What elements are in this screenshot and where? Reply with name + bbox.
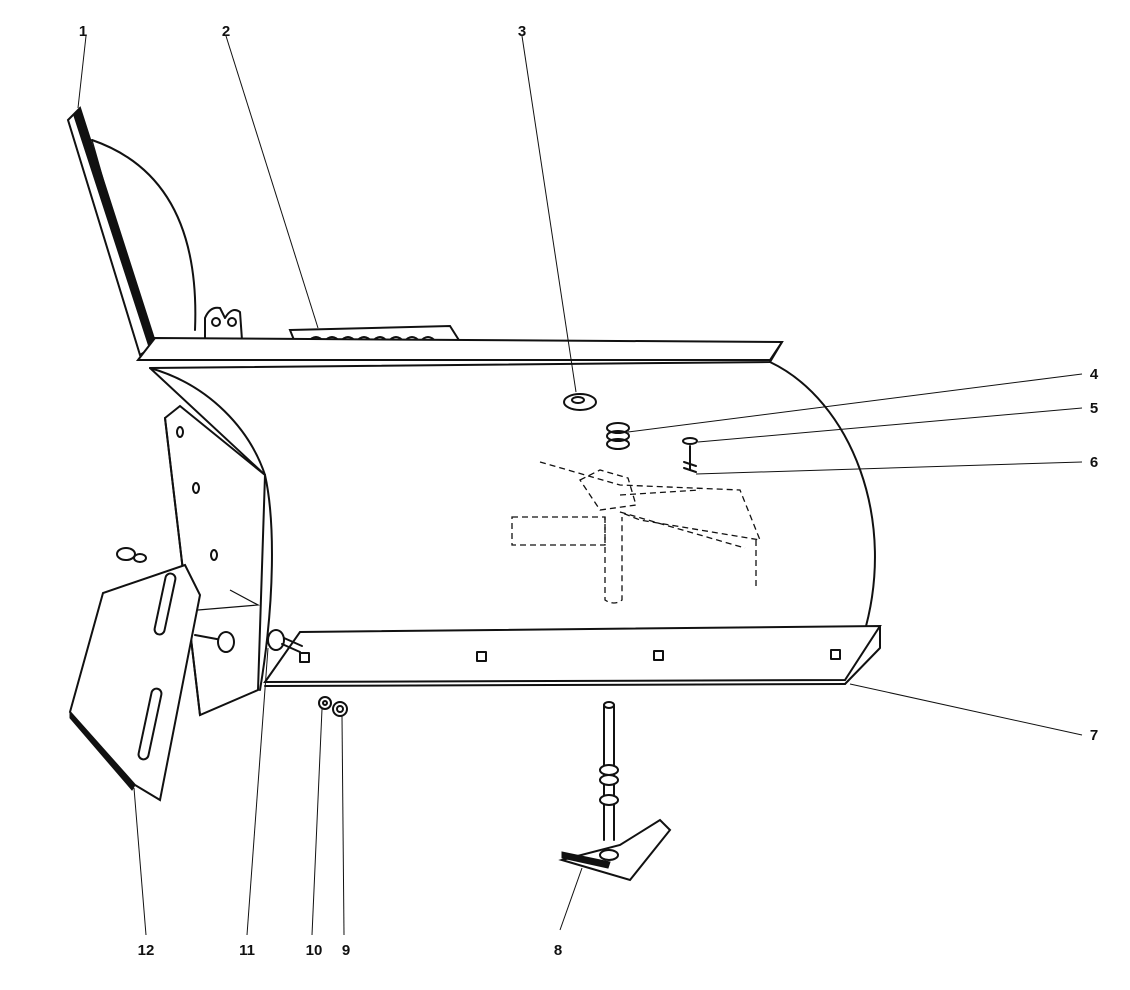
stand-foot-part bbox=[558, 701, 672, 882]
callout-labels: 1 2 3 4 5 6 7 8 9 10 11 12 bbox=[79, 23, 1099, 959]
callout-4: 4 bbox=[1090, 366, 1099, 383]
callout-3: 3 bbox=[518, 23, 526, 40]
callout-5: 5 bbox=[1090, 400, 1098, 417]
spring-part bbox=[606, 422, 630, 450]
skid-shoe-part bbox=[68, 547, 235, 802]
callout-9: 9 bbox=[342, 942, 350, 959]
callout-2: 2 bbox=[222, 23, 230, 40]
moldboard-blade bbox=[135, 336, 876, 691]
callout-8: 8 bbox=[554, 942, 562, 959]
pivot-washer-part bbox=[563, 393, 597, 411]
callout-11: 11 bbox=[239, 942, 255, 959]
nut-washer-parts bbox=[318, 696, 348, 717]
bolt-part bbox=[682, 437, 698, 473]
hidden-a-frame bbox=[511, 461, 762, 604]
callout-6: 6 bbox=[1090, 454, 1098, 471]
end-plate bbox=[163, 404, 267, 717]
callout-12: 12 bbox=[138, 942, 155, 959]
leader-lines bbox=[77, 35, 1083, 936]
carriage-bolt-part bbox=[267, 629, 303, 653]
callout-10: 10 bbox=[306, 942, 323, 959]
cutting-edge-part bbox=[263, 624, 882, 687]
callout-1: 1 bbox=[79, 23, 87, 40]
blade-wing-part bbox=[66, 106, 197, 357]
hitch-bracket bbox=[204, 306, 243, 341]
callout-7: 7 bbox=[1090, 727, 1098, 744]
